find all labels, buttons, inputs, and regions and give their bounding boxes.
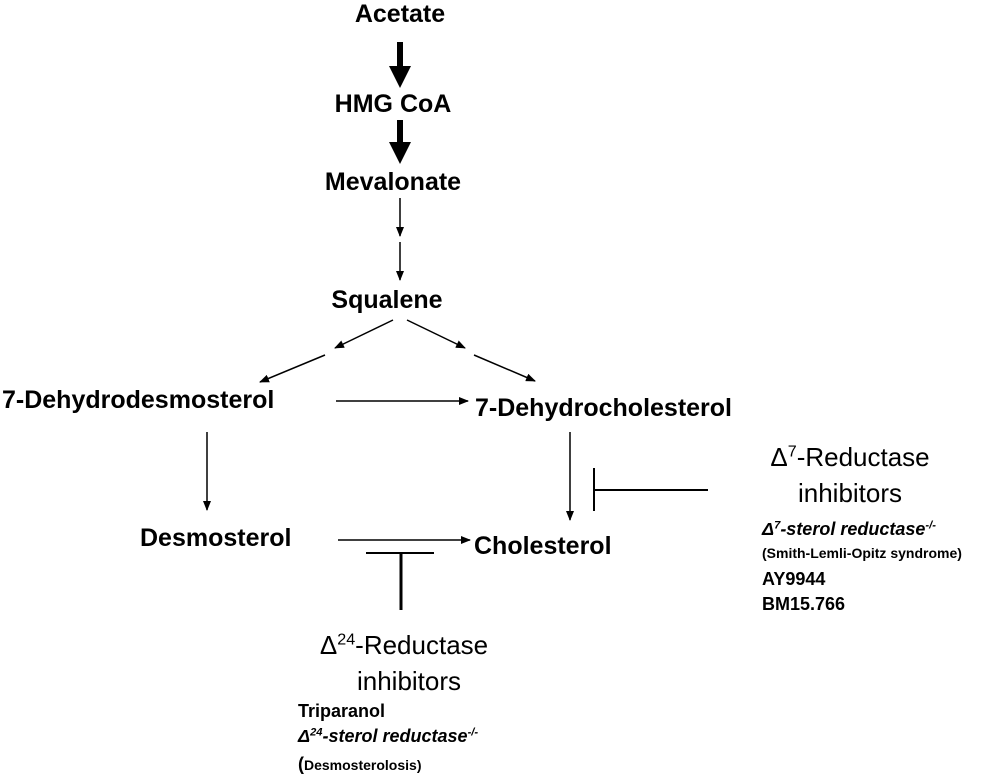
d7-title-line2: inhibitors [797, 478, 903, 508]
node-acetate: Acetate [354, 0, 446, 28]
node-mevalonate: Mevalonate [324, 168, 462, 196]
d24-item-rest: -sterol reductase [322, 726, 468, 746]
d24-sup: 24 [337, 630, 356, 649]
node-7-dehydrodesmosterol: 7-Dehydrodesmosterol [2, 386, 275, 414]
arrow-squalene-to-dehydrodesmosterol [259, 319, 394, 383]
d7-title-rest: -Reductase [796, 442, 930, 472]
d7-delta: Δ [770, 442, 788, 472]
d7-item-note: (Smith-Lemli-Opitz syndrome) [762, 545, 962, 561]
node-7-dehydrocholesterol: 7-Dehydrocholesterol [475, 394, 733, 422]
d24-title-rest: -Reductase [355, 630, 489, 660]
d24-delta: Δ [319, 630, 338, 660]
d7-item-sterol-reductase: Δ7-sterol reductase-/- [762, 520, 936, 538]
d24-item-sup: -/- [467, 726, 479, 739]
d7-item-sup: -/- [925, 519, 936, 532]
d24-note-text: Desmosterolosis) [304, 757, 422, 773]
d24-note-paren: ( [298, 754, 304, 774]
node-cholesterol: Cholesterol [474, 532, 612, 560]
arrow-acetate-to-hmgcoa [389, 42, 411, 88]
arrow-hmgcoa-to-mevalonate [389, 120, 411, 164]
node-squalene: Squalene [331, 286, 443, 314]
d24-title-line2: inhibitors [356, 666, 462, 696]
d7-item-bm15766: BM15.766 [762, 594, 846, 614]
d7-item-rest: -sterol reductase [780, 519, 926, 539]
d7-title: Δ7-Reductase [770, 442, 930, 472]
d24-title: Δ24-Reductase [319, 630, 489, 660]
inhibition-bar-d7 [593, 468, 708, 511]
d7-item-ay9944: AY9944 [762, 569, 826, 589]
d24-item-sterol-reductase: Δ24-sterol reductase-/- [298, 727, 478, 745]
inhibition-bar-d24 [366, 552, 434, 610]
d7-item-sup-num: 7 [774, 519, 781, 532]
arrow-squalene-to-dehydrocholesterol [406, 319, 536, 382]
node-hmg-coa: HMG CoA [334, 90, 452, 118]
d7-sup: 7 [787, 442, 797, 461]
d24-item-sup-num: 24 [310, 726, 323, 739]
d24-item-triparanol: Triparanol [298, 701, 386, 721]
d24-item-note: (Desmosterolosis) [298, 755, 421, 774]
d7-item-delta: Δ [762, 519, 775, 539]
d24-item-delta: Δ [298, 726, 311, 746]
node-desmosterol: Desmosterol [140, 524, 292, 552]
